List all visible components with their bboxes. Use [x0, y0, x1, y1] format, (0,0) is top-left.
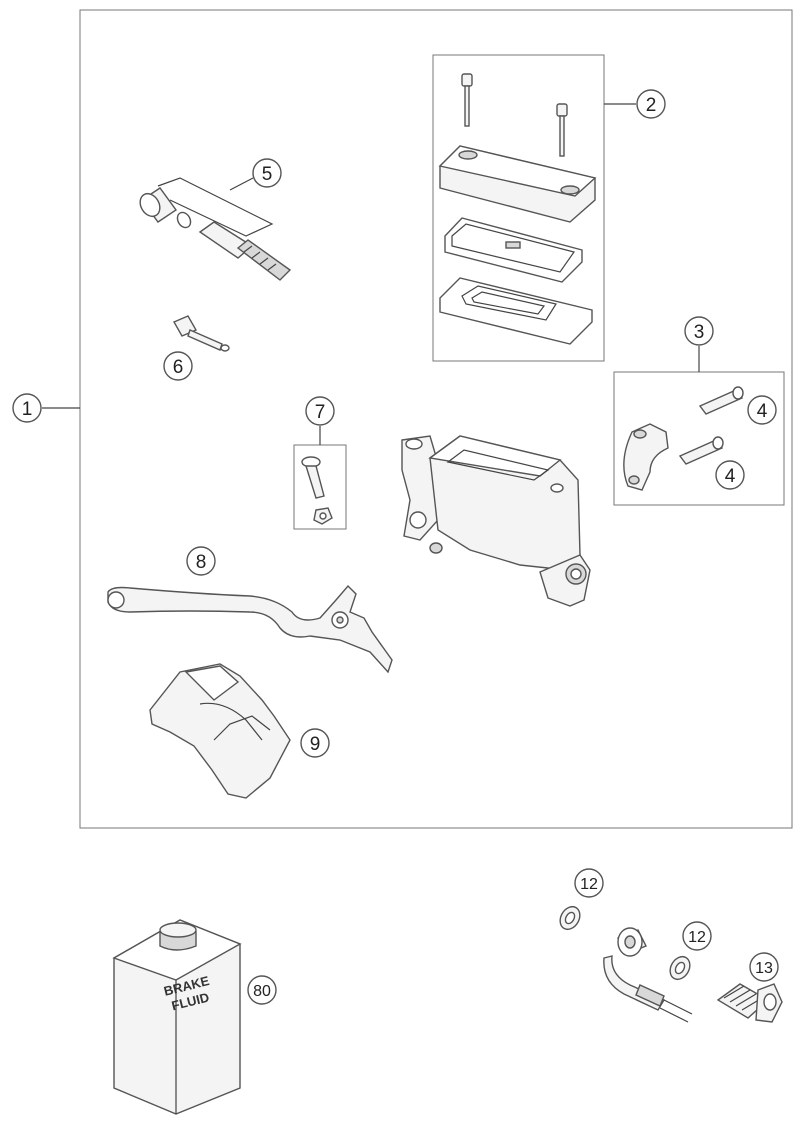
cover-kit-frame [432, 54, 605, 362]
svg-text:13: 13 [755, 960, 773, 977]
reservoir-cover-kit [438, 73, 597, 345]
protective-boot [149, 663, 291, 799]
handlebar-clamp [623, 423, 669, 491]
svg-text:4: 4 [757, 401, 768, 422]
clamp-bolt-upper [698, 386, 744, 415]
svg-text:5: 5 [262, 164, 273, 185]
svg-text:9: 9 [310, 734, 321, 755]
brake-lever [107, 584, 393, 674]
svg-text:8: 8 [196, 552, 207, 573]
svg-text:12: 12 [688, 929, 706, 946]
svg-text:2: 2 [646, 95, 657, 116]
brake-line-fitting [603, 927, 693, 1023]
svg-text:12: 12 [580, 876, 598, 893]
bleeder-screw [173, 315, 230, 352]
callout-80[interactable]: 80 [247, 975, 277, 1005]
callout-4-upper[interactable]: 4 [747, 395, 777, 425]
master-cylinder-body [401, 435, 591, 607]
callout-4-lower[interactable]: 4 [715, 460, 745, 490]
callout-2[interactable]: 2 [636, 89, 666, 119]
callout-9[interactable]: 9 [300, 728, 330, 758]
piston-kit [139, 187, 292, 281]
callout-13[interactable]: 13 [749, 952, 779, 982]
assembly-frame [79, 9, 793, 829]
callout-7[interactable]: 7 [305, 396, 335, 426]
sealing-washer-1 [559, 905, 581, 931]
svg-text:6: 6 [173, 357, 184, 378]
callout-6[interactable]: 6 [163, 351, 193, 381]
callout-8[interactable]: 8 [186, 546, 216, 576]
svg-text:1: 1 [22, 399, 33, 420]
svg-text:4: 4 [725, 466, 736, 487]
brake-fluid-container [112, 919, 242, 1115]
svg-text:80: 80 [253, 983, 271, 1000]
clamp-bolt-lower [678, 436, 724, 465]
callout-5[interactable]: 5 [252, 158, 282, 188]
svg-text:3: 3 [694, 322, 705, 343]
pivot-bolt [301, 456, 333, 525]
svg-text:7: 7 [315, 402, 326, 423]
callout-3[interactable]: 3 [684, 316, 714, 346]
callout-12-upper[interactable]: 12 [574, 868, 604, 898]
callout-1[interactable]: 1 [12, 393, 42, 423]
banjo-bolt [716, 983, 783, 1023]
callout-12-lower[interactable]: 12 [682, 921, 712, 951]
sealing-washer-2 [669, 955, 691, 981]
